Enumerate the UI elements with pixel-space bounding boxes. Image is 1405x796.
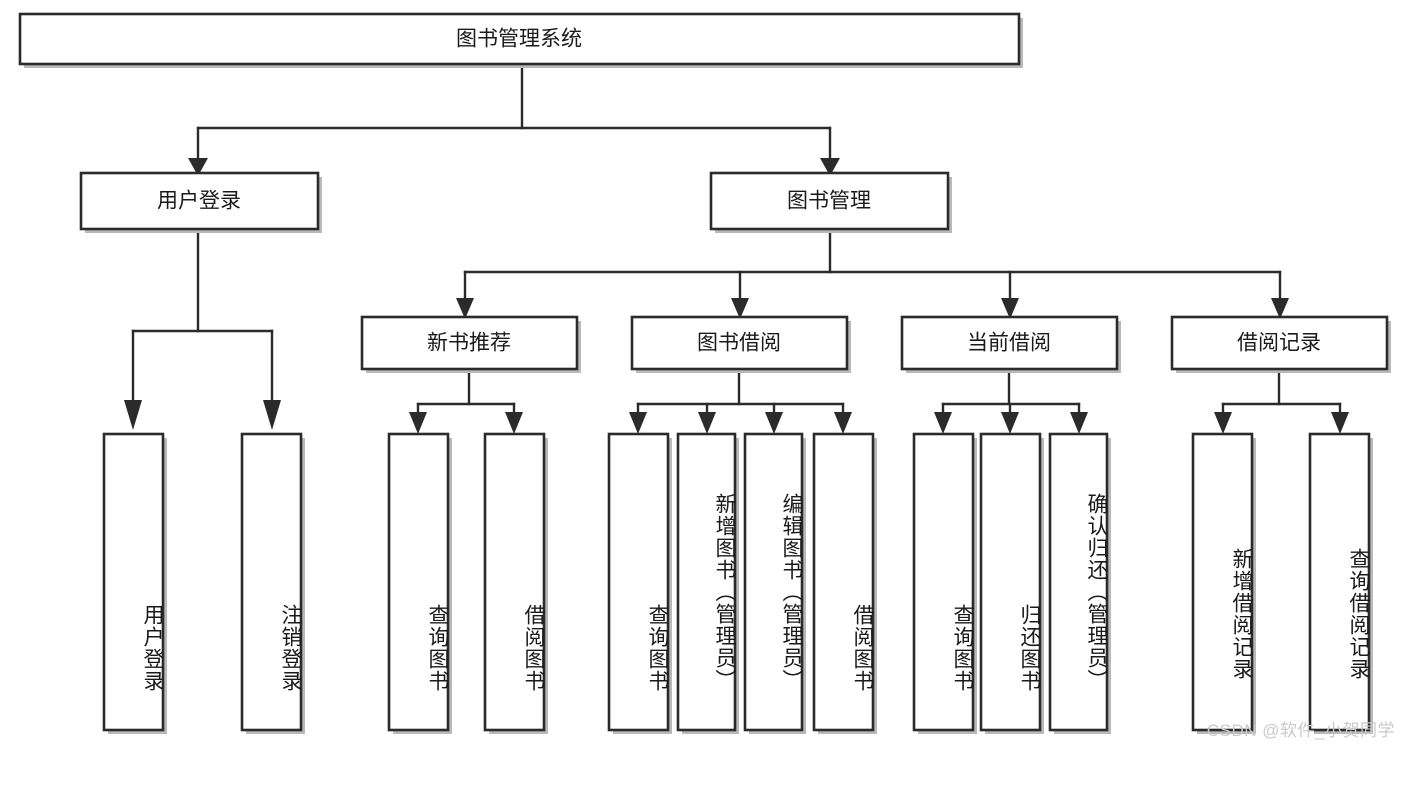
arrowhead-leaf-logout <box>263 400 281 430</box>
arrowhead-book-borrow <box>731 298 749 319</box>
arrowhead-bb-leaf3 <box>765 412 783 434</box>
leaf-br-query-record[interactable] <box>1308 432 1371 732</box>
leaf-bb-borrow-book[interactable] <box>812 432 875 732</box>
node-root-label: 图书管理系统 <box>456 28 582 51</box>
node-borrow-record-label: 借阅记录 <box>1237 332 1321 355</box>
arrowhead-cb-leaf2 <box>1001 412 1019 434</box>
leaf-cb-confirm-return[interactable] <box>1048 432 1109 732</box>
node-borrow-record[interactable] <box>1170 315 1389 371</box>
leaf-cb-query-book[interactable] <box>912 432 975 732</box>
arrowhead-bb-leaf2 <box>698 412 716 434</box>
arrowhead-cb-leaf3 <box>1070 412 1088 434</box>
arrowhead-br-leaf2 <box>1331 412 1349 434</box>
node-current-borrow[interactable] <box>900 315 1119 371</box>
arrowhead-br-leaf1 <box>1214 412 1232 434</box>
node-user-login-label: 用户登录 <box>157 190 241 213</box>
leaf-nb-query-book[interactable] <box>387 432 450 732</box>
node-book-mgmt-label: 图书管理 <box>787 190 871 213</box>
leaf-nb-borrow-book[interactable] <box>483 432 546 732</box>
arrowhead-nb-leaf1 <box>409 412 427 434</box>
node-root[interactable] <box>18 12 1021 66</box>
leaf-br-add-record[interactable] <box>1191 432 1254 732</box>
arrowhead-bb-leaf1 <box>629 412 647 434</box>
arrowhead-current-borrow <box>1001 298 1019 319</box>
watermark-label: CSDN @软件_小贺同学 <box>1206 721 1395 740</box>
arrowhead-borrow-record <box>1271 298 1289 319</box>
arrowhead-cb-leaf1 <box>934 412 952 434</box>
leaf-cb-return-book[interactable] <box>979 432 1042 732</box>
leaf-bb-add-book[interactable] <box>676 432 737 732</box>
node-new-book-label: 新书推荐 <box>427 332 511 355</box>
arrowhead-user-login <box>188 158 208 176</box>
node-book-mgmt[interactable] <box>709 171 950 231</box>
tree-canvas: 图书管理系统 用户登录 图书管理 新书推荐 图书借阅 当前借阅 借阅记录 <box>18 12 1391 734</box>
functional-structure-diagram: 图书管理系统 用户登录 图书管理 新书推荐 图书借阅 当前借阅 借阅记录 <box>18 12 1395 740</box>
node-new-book-recommend[interactable] <box>360 315 579 371</box>
node-book-borrow[interactable] <box>630 315 849 371</box>
arrowhead-new-book <box>456 298 474 319</box>
arrowhead-bb-leaf4 <box>834 412 852 434</box>
arrowhead-nb-leaf2 <box>505 412 523 434</box>
node-book-borrow-label: 图书借阅 <box>697 332 781 355</box>
connector-layer <box>124 65 1349 434</box>
leaf-user-login[interactable] <box>102 432 165 732</box>
leaf-bb-edit-book[interactable] <box>743 432 804 732</box>
arrowhead-leaf-user-login <box>124 400 142 430</box>
node-layer: 图书管理系统 用户登录 图书管理 新书推荐 图书借阅 当前借阅 借阅记录 <box>18 12 1391 734</box>
leaf-bb-query-book[interactable] <box>607 432 670 732</box>
node-user-login[interactable] <box>79 171 320 231</box>
arrowhead-book-mgmt <box>820 158 840 176</box>
node-current-borrow-label: 当前借阅 <box>967 332 1051 355</box>
leaf-logout[interactable] <box>240 432 303 732</box>
